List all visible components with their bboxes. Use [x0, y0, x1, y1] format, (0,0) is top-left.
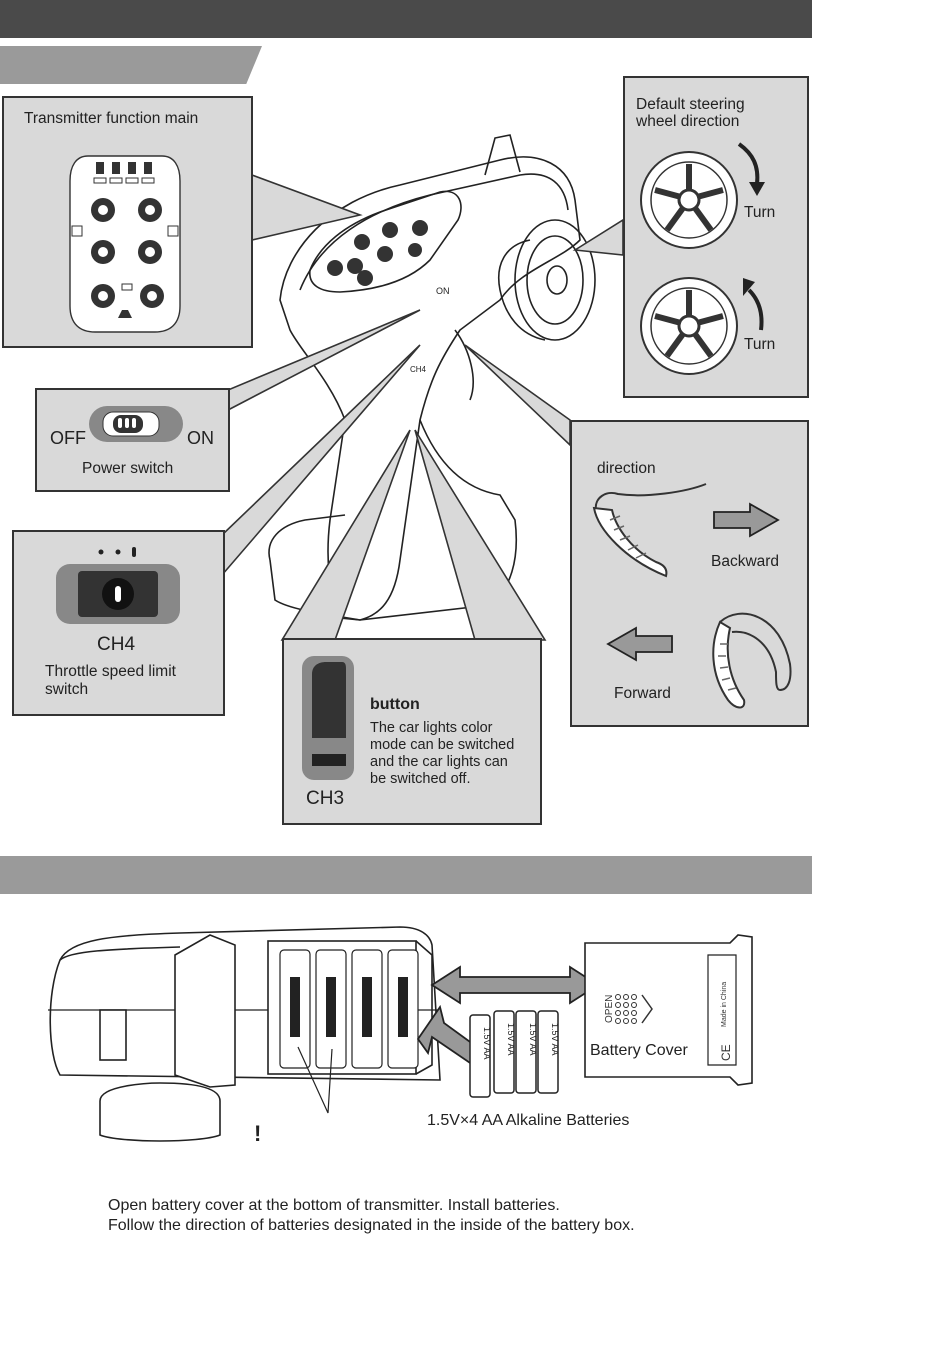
backward-label: Backward [711, 553, 780, 570]
ch3-desc-line3: and the car lights can [370, 754, 508, 770]
power-switch-label: Power switch [82, 460, 174, 477]
ch3-desc-line4: be switched off. [370, 771, 471, 787]
arrow-icon [737, 142, 765, 196]
power-switch-panel: OFF ON Power switch [35, 388, 230, 492]
power-on-label: ON [187, 428, 214, 448]
steering-title-line2: wheel direction [636, 113, 740, 130]
power-switch-icon [89, 406, 183, 442]
batteries-label: 1.5V×4 AA Alkaline Batteries [427, 1112, 630, 1129]
ch4-label-line2: switch [45, 681, 89, 698]
ch3-desc-line1: The car lights color [370, 720, 493, 736]
transmitter-illustration: ON CH4 [221, 134, 624, 641]
ch4-label-line1: Throttle speed limit [45, 663, 176, 680]
wheel-icon [640, 151, 738, 249]
trigger-icon [592, 483, 707, 578]
wheel-icon [640, 277, 738, 375]
ch3-channel-label: CH3 [306, 788, 345, 809]
ch4-switch-icon [56, 547, 180, 624]
battery-cover-label: Battery Cover [590, 1042, 688, 1059]
battery-illustration: OPEN Made in China CE 1.5V AA 1.5V AA 1.… [48, 926, 753, 1146]
turn-label-bottom: Turn [744, 336, 776, 353]
backward-arrow-icon [713, 502, 780, 538]
forward-label: Forward [614, 685, 671, 702]
steering-title-line1: Default steering [636, 96, 745, 113]
ch4-channel-label: CH4 [97, 634, 136, 655]
section2-header-bar [0, 856, 812, 894]
cover-ce-text: CE [719, 1044, 733, 1061]
turn-label-top: Turn [744, 204, 776, 221]
trigger-icon [712, 612, 792, 709]
subheader-tab [0, 46, 262, 84]
cover-open-text: OPEN [604, 995, 615, 1023]
cover-made-text: Made in China [721, 982, 728, 1027]
arrow-icon [743, 278, 764, 331]
instruction-line1: Open battery cover at the bottom of tran… [108, 1197, 560, 1214]
ch3-button-icon [302, 656, 354, 780]
warning-mark: ! [254, 1121, 261, 1146]
transmitter-main-title: Transmitter function main [24, 110, 199, 127]
cell-text: 1.5V AA [528, 1023, 538, 1056]
cell-text: 1.5V AA [482, 1027, 492, 1060]
ch3-desc-line2: mode can be switched [370, 737, 515, 753]
ch3-button-title: button [370, 696, 420, 713]
trigger-direction-panel: direction Backward Forward [570, 420, 809, 727]
top-header-bar [0, 0, 812, 38]
steering-panel: Default steering wheel direction Turn Tu… [623, 76, 809, 398]
cell-text: 1.5V AA [506, 1023, 516, 1056]
on-mark: ON [436, 286, 450, 296]
ch3-panel: CH3 button The car lights color mode can… [282, 638, 542, 825]
ch4-panel: CH4 Throttle speed limit switch [12, 530, 225, 716]
trigger-direction-title: direction [597, 460, 656, 477]
control-panel-diagram [69, 155, 181, 333]
ch4-mark: CH4 [410, 365, 427, 374]
transmitter-main-panel: Transmitter function main [2, 96, 253, 348]
forward-arrow-icon [606, 626, 673, 662]
battery-icon [469, 1010, 559, 1098]
instruction-line2: Follow the direction of batteries design… [108, 1217, 635, 1234]
cell-text: 1.5V AA [550, 1023, 560, 1056]
power-off-label: OFF [50, 428, 86, 448]
